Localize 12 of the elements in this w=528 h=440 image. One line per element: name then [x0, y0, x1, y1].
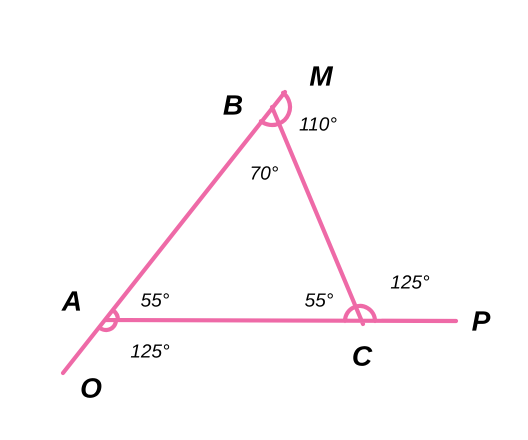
point-label: B [223, 95, 242, 115]
point-label: O [81, 378, 102, 398]
point-label: M [310, 66, 334, 86]
angle-label: 55° [141, 293, 169, 307]
angle-label: 110° [300, 117, 336, 131]
angle-label: 125° [130, 344, 170, 358]
point-label: C [353, 346, 372, 366]
point-label: P [472, 311, 490, 331]
angle-label: 55° [305, 293, 333, 307]
angle-label: 125° [390, 275, 430, 289]
angle-label: 70° [252, 166, 278, 180]
point-label: A [61, 291, 80, 311]
